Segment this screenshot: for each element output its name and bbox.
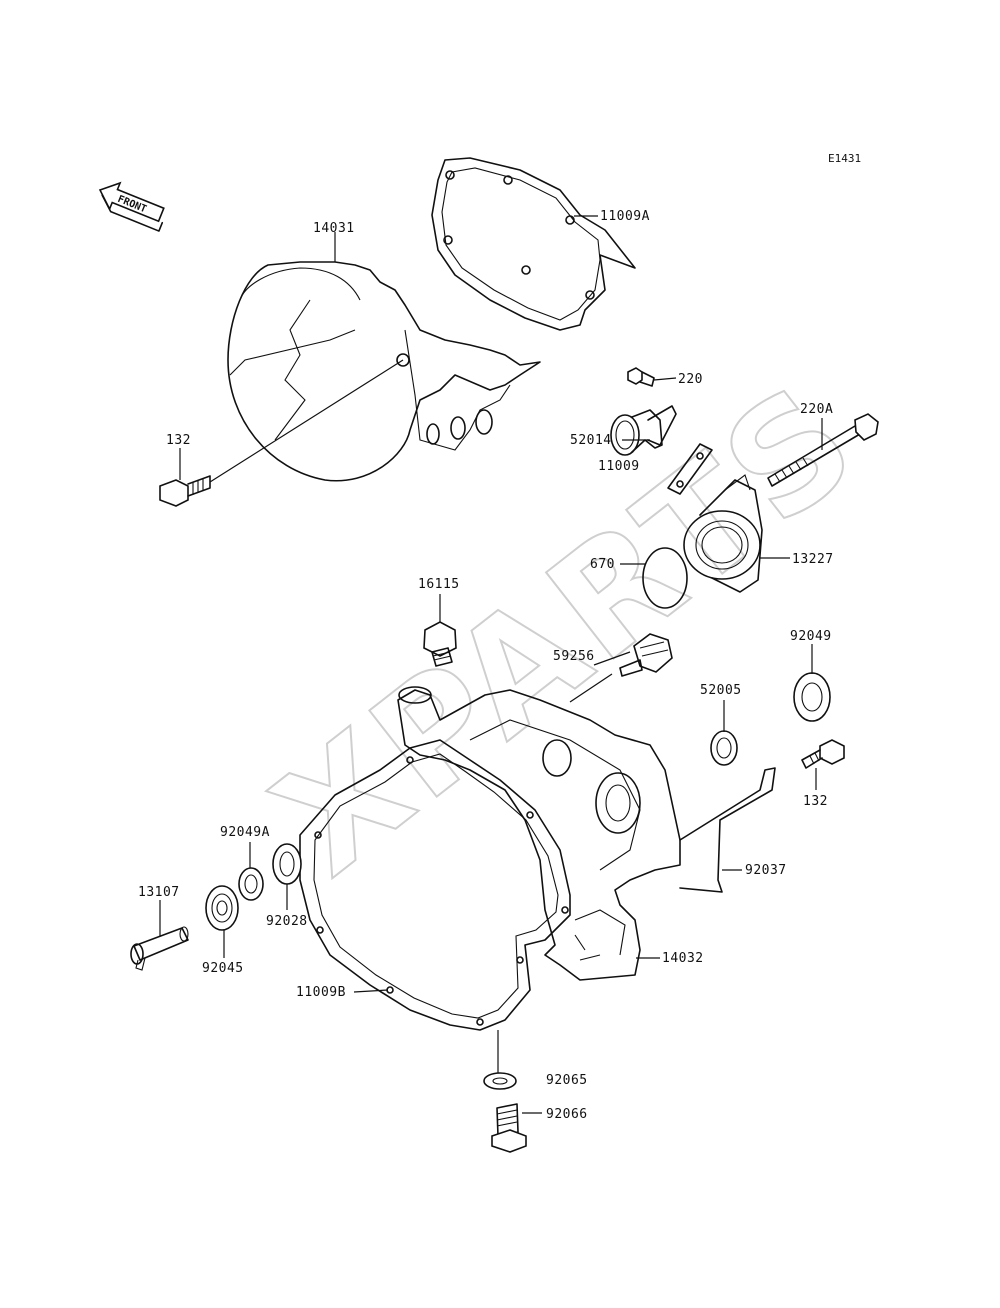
label-92066: 92066 <box>546 1107 588 1122</box>
label-52005: 52005 <box>700 683 742 698</box>
label-92045: 92045 <box>202 961 244 976</box>
gasket-11009 <box>667 443 713 495</box>
o-ring-670 <box>642 547 688 609</box>
seal-92049a <box>238 867 264 901</box>
label-220: 220 <box>678 372 703 387</box>
label-220a: 220A <box>800 402 833 417</box>
clip-92037 <box>679 767 776 893</box>
label-92065: 92065 <box>546 1073 588 1088</box>
gasket-11009a <box>431 157 636 331</box>
label-670: 670 <box>590 557 615 572</box>
figure-ref-code: E1431 <box>828 152 861 165</box>
label-11009b: 11009B <box>296 985 346 1000</box>
label-132-top: 132 <box>166 433 191 448</box>
bolt-132-right <box>801 739 845 769</box>
front-arrow-icon: FRONT <box>98 181 165 232</box>
label-16115: 16115 <box>418 577 460 592</box>
gasket-11009b <box>299 739 571 1031</box>
bolt-92066 <box>491 1103 527 1153</box>
label-14031: 14031 <box>313 221 355 236</box>
bolt-220a <box>767 413 879 487</box>
label-11009: 11009 <box>598 459 640 474</box>
label-13227: 13227 <box>792 552 834 567</box>
pump-housing-13227 <box>683 474 763 593</box>
bolt-220 <box>627 367 655 387</box>
label-92028: 92028 <box>266 914 308 929</box>
label-52014: 52014 <box>570 433 612 448</box>
label-13107: 13107 <box>138 885 180 900</box>
collar-92028 <box>272 843 302 885</box>
bolt-132-left <box>159 359 404 507</box>
label-132-right: 132 <box>803 794 828 809</box>
part-labels: 14031 11009A 220 220A 132 52014 11009 67… <box>138 209 834 1122</box>
shaft-13107 <box>130 926 189 971</box>
seal-92049 <box>793 672 831 722</box>
label-11009a: 11009A <box>600 209 650 224</box>
leader-lines <box>159 215 823 1114</box>
bearing-92045 <box>205 885 239 931</box>
housing-14032 <box>397 686 681 981</box>
label-92037: 92037 <box>745 863 787 878</box>
label-92049: 92049 <box>790 629 832 644</box>
washer-92065 <box>483 1072 517 1090</box>
pipe-52014 <box>610 405 677 456</box>
label-14032: 14032 <box>662 951 704 966</box>
cover-14031 <box>227 261 541 482</box>
label-92049a: 92049A <box>220 825 270 840</box>
collar-52005 <box>710 730 738 766</box>
label-59256: 59256 <box>553 649 595 664</box>
sensor-59256 <box>619 633 673 677</box>
